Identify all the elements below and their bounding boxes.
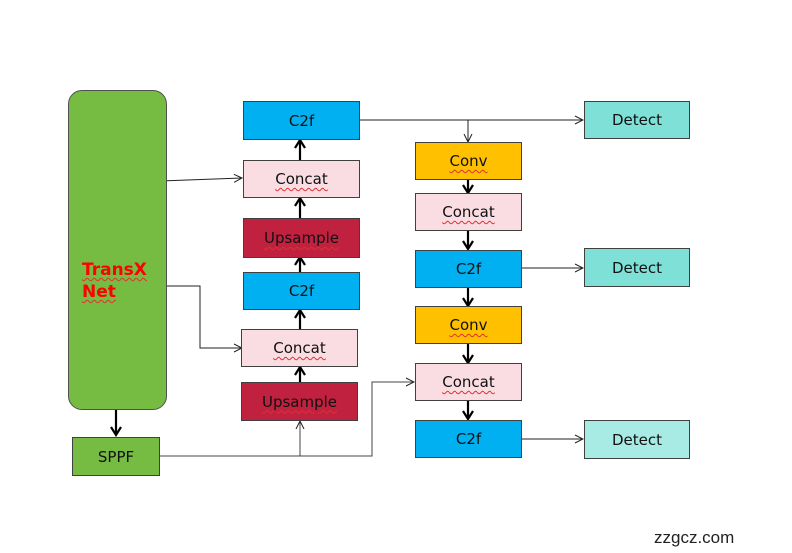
upsample-bottom-label: Upsample	[261, 392, 338, 411]
concat-bottom-right-node: Concat	[415, 363, 522, 401]
sppf-node: SPPF	[72, 437, 160, 476]
backbone-transxnet: TransX Net	[68, 90, 167, 410]
sppf-label: SPPF	[97, 447, 135, 466]
concat-bottom-left-label: Concat	[273, 339, 326, 357]
concat-bottom-right-label: Concat	[442, 373, 495, 391]
upsample-bottom-node: Upsample	[241, 382, 358, 421]
conv-top-node: Conv	[415, 142, 522, 180]
upsample-top-label: Upsample	[263, 229, 340, 247]
edge-sppf-concat-right	[159, 382, 414, 457]
backbone-label: TransX Net	[82, 259, 147, 303]
upsample-top-node: Upsample	[243, 218, 360, 258]
c2f-bottom-right-label: C2f	[455, 430, 482, 448]
conv-top-label: Conv	[449, 152, 488, 170]
edge-backbone-concat-bottom	[160, 285, 242, 348]
detect-head-2-label: Detect	[611, 258, 663, 277]
c2f-mid-left-label: C2f	[288, 282, 315, 300]
concat-top-right-label: Concat	[442, 203, 495, 221]
c2f-top-node: C2f	[243, 101, 360, 140]
detect-head-1: Detect	[584, 101, 690, 139]
detect-head-2: Detect	[584, 248, 690, 287]
watermark: zzgcz.com	[654, 528, 735, 547]
backbone-label-line2: Net	[82, 282, 116, 302]
conv-bottom-label: Conv	[449, 316, 488, 334]
c2f-mid-right-label: C2f	[455, 260, 482, 278]
c2f-mid-right-node: C2f	[415, 250, 522, 288]
concat-bottom-left-node: Concat	[241, 329, 358, 367]
detect-head-3: Detect	[584, 420, 690, 459]
detect-head-1-label: Detect	[611, 111, 663, 129]
concat-top-right-node: Concat	[415, 193, 522, 231]
detect-head-3-label: Detect	[611, 430, 663, 449]
concat-top-left-label: Concat	[275, 170, 328, 188]
c2f-bottom-right-node: C2f	[415, 420, 522, 458]
concat-top-left-node: Concat	[243, 160, 360, 198]
backbone-label-line1: TransX	[82, 260, 147, 280]
c2f-mid-left-node: C2f	[243, 272, 360, 310]
conv-bottom-node: Conv	[415, 306, 522, 344]
edge-backbone-concat-top	[159, 178, 242, 181]
c2f-top-label: C2f	[288, 111, 315, 130]
